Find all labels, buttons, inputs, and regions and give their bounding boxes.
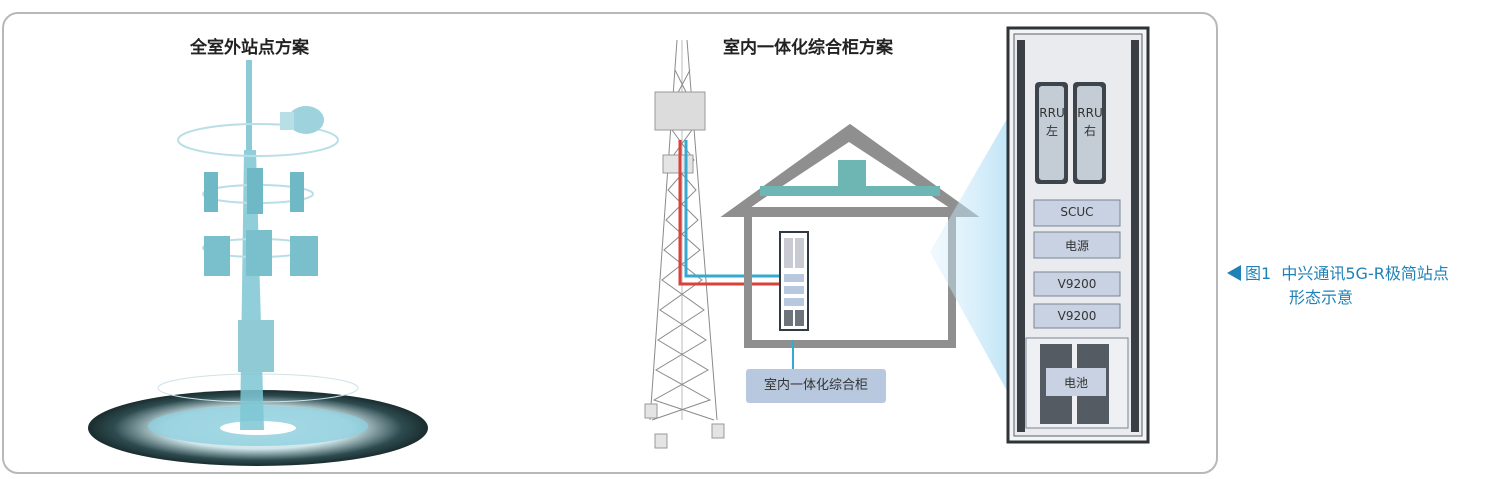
module-battery: 电池 (1063, 376, 1088, 390)
module-scuc: SCUC (1060, 205, 1094, 219)
house-icon (720, 123, 980, 369)
diagram-frame (2, 12, 1218, 474)
module-power: 电源 (1064, 239, 1089, 253)
caption-line1: 中兴通讯5G-R极简站点 (1281, 264, 1449, 283)
rru-left-label-line2: 左 (1045, 124, 1058, 138)
lattice-tower-icon (644, 39, 725, 449)
figure-number: 图1 (1245, 264, 1272, 283)
indoor-cabinet-label: 室内一体化综合柜 (746, 369, 886, 403)
module-v9200-1: V9200 (1057, 277, 1097, 291)
rru-left-label-line1: RRU (1039, 106, 1065, 120)
outdoor-solution-title: 全室外站点方案 (190, 38, 309, 58)
rack-icon (1006, 26, 1150, 444)
caption-arrow-icon (1227, 265, 1241, 281)
rru-right-label-line2: 右 (1083, 124, 1096, 138)
rru-right-label-line1: RRU (1077, 106, 1103, 120)
tower-outdoor-icon (88, 60, 428, 466)
module-v9200-2: V9200 (1057, 309, 1097, 323)
caption-line2: 形态示意 (1289, 288, 1354, 307)
indoor-cabinet-icon (779, 231, 809, 331)
indoor-solution-title: 室内一体化综合柜方案 (723, 38, 893, 58)
figure-caption: 图1 中兴通讯5G-R极简站点 形态示意 (1227, 262, 1449, 310)
